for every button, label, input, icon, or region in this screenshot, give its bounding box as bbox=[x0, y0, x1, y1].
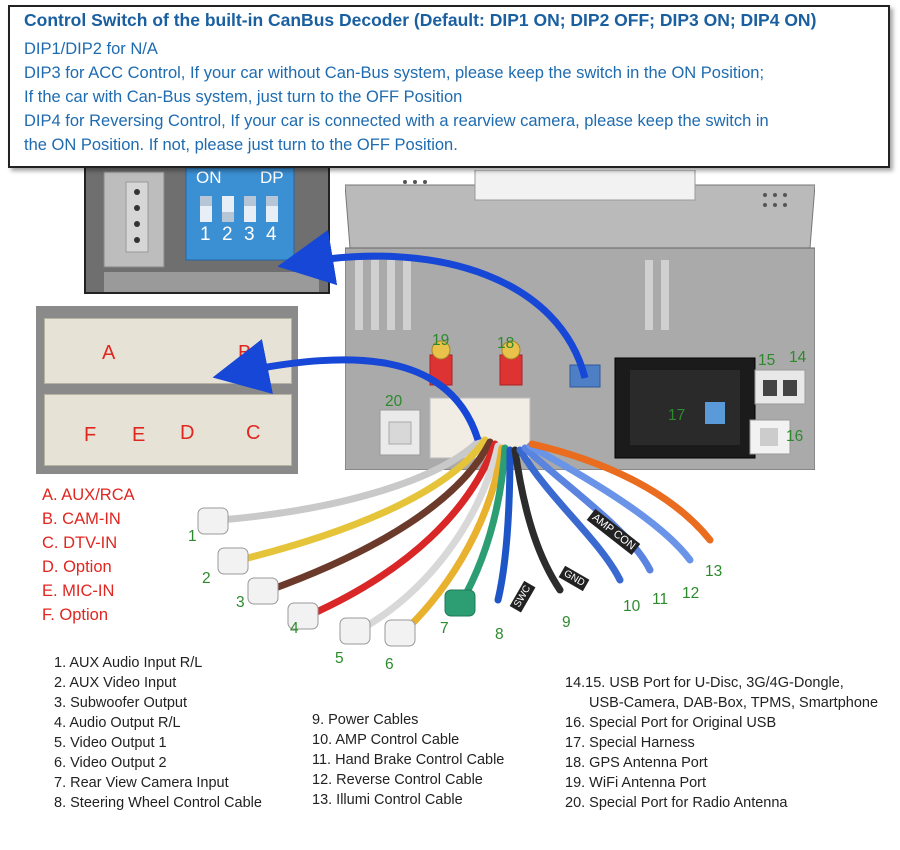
legend-f: F. Option bbox=[42, 606, 109, 624]
list-item: 1. AUX Audio Input R/L bbox=[54, 655, 203, 671]
callout-2: 2 bbox=[202, 570, 211, 587]
legend-a: A. AUX/RCA bbox=[42, 486, 135, 504]
list-item: 12. Reverse Control Cable bbox=[312, 772, 483, 788]
info-line-dip3: DIP3 for ACC Control, If your car withou… bbox=[24, 64, 765, 82]
info-line-dip4: DIP4 for Reversing Control, If your car … bbox=[24, 112, 769, 130]
arrow-to-connector bbox=[212, 339, 482, 442]
connector-inset: A B F E D C bbox=[36, 306, 298, 474]
legend-d: D. Option bbox=[42, 558, 112, 576]
list-item: 4. Audio Output R/L bbox=[54, 715, 181, 731]
legend-b: B. CAM-IN bbox=[42, 510, 121, 528]
dip-on-label: ON bbox=[196, 168, 222, 187]
port-label-c: C bbox=[246, 422, 261, 444]
list-item: 8. Steering Wheel Control Cable bbox=[54, 795, 262, 811]
list-item: USB-Camera, DAB-Box, TPMS, Smartphone bbox=[589, 695, 879, 711]
list-item: 11. Hand Brake Control Cable bbox=[312, 752, 505, 768]
callout-17: 17 bbox=[668, 407, 686, 424]
port-label-d: D bbox=[180, 422, 195, 444]
list-item: 16. Special Port for Original USB bbox=[565, 715, 777, 731]
callout-10: 10 bbox=[623, 598, 641, 615]
callout-14: 14 bbox=[789, 349, 807, 366]
dip-number-1: 1 bbox=[200, 224, 211, 245]
callout-5: 5 bbox=[335, 650, 344, 667]
callout-7: 7 bbox=[440, 620, 449, 637]
callout-9: 9 bbox=[562, 614, 571, 631]
callout-20: 20 bbox=[385, 393, 403, 410]
parts-list-col1: 1. AUX Audio Input R/L 2. AUX Video Inpu… bbox=[54, 655, 262, 815]
list-item: 14.15. USB Port for U-Disc, 3G/4G-Dongle… bbox=[565, 675, 844, 691]
parts-list-col2: 9. Power Cables 10. AMP Control Cable 11… bbox=[312, 712, 504, 812]
list-item: 2. AUX Video Input bbox=[54, 675, 177, 691]
callout-11: 11 bbox=[652, 591, 669, 608]
list-item: 3. Subwoofer Output bbox=[54, 695, 187, 711]
callout-18: 18 bbox=[497, 335, 515, 352]
port-label-e: E bbox=[132, 424, 146, 446]
port-label-f: F bbox=[84, 424, 97, 446]
list-item: 10. AMP Control Cable bbox=[312, 732, 460, 748]
callout-19: 19 bbox=[432, 332, 450, 349]
list-item: 18. GPS Antenna Port bbox=[565, 755, 708, 771]
callout-13: 13 bbox=[705, 563, 723, 580]
info-box bbox=[8, 5, 890, 168]
legend-e: E. MIC-IN bbox=[42, 582, 115, 600]
dip-brand-label: DP bbox=[260, 168, 284, 187]
dip-number-3: 3 bbox=[244, 224, 255, 245]
info-line-dip12: DIP1/DIP2 for N/A bbox=[24, 40, 158, 58]
list-item: 6. Video Output 2 bbox=[54, 755, 167, 771]
callout-4: 4 bbox=[290, 620, 299, 637]
list-item: 7. Rear View Camera Input bbox=[54, 775, 229, 791]
list-item: 13. Illumi Control Cable bbox=[312, 792, 463, 808]
callout-6: 6 bbox=[385, 656, 394, 673]
info-line-dip4-cont: the ON Position. If not, please just tur… bbox=[24, 136, 458, 154]
dip-number-4: 4 bbox=[266, 224, 277, 245]
list-item: 17. Special Harness bbox=[565, 735, 695, 751]
list-item: 20. Special Port for Radio Antenna bbox=[565, 795, 788, 811]
legend-c: C. DTV-IN bbox=[42, 534, 118, 552]
info-title: Control Switch of the built-in CanBus De… bbox=[24, 10, 817, 30]
callout-1: 1 bbox=[188, 528, 197, 545]
callout-3: 3 bbox=[236, 594, 245, 611]
dip-number-2: 2 bbox=[222, 224, 233, 245]
plug-c-f bbox=[44, 394, 292, 466]
callout-16: 16 bbox=[786, 428, 804, 445]
list-item: 9. Power Cables bbox=[312, 712, 419, 728]
list-item: 5. Video Output 1 bbox=[54, 735, 167, 751]
callout-15: 15 bbox=[758, 352, 776, 369]
list-item: 19. WiFi Antenna Port bbox=[565, 775, 707, 791]
cable-bundle bbox=[197, 436, 714, 647]
parts-list-col3: 14.15. USB Port for U-Disc, 3G/4G-Dongle… bbox=[565, 675, 878, 815]
arrow-to-dip bbox=[277, 229, 589, 379]
port-label-a: A bbox=[102, 342, 116, 364]
callout-12: 12 bbox=[682, 585, 700, 602]
callout-8: 8 bbox=[495, 626, 504, 643]
info-line-dip3-cont: If the car with Can-Bus system, just tur… bbox=[24, 88, 463, 106]
